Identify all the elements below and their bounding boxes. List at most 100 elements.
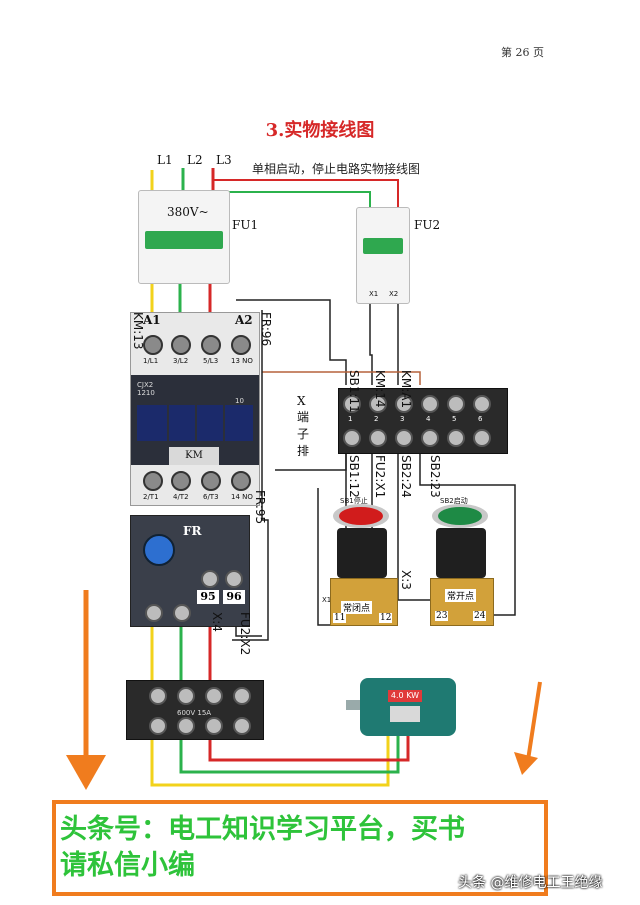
diagram-title: 3.实物接线图 (265, 120, 375, 141)
tb-bot-screw-5 (447, 429, 465, 447)
wire-ctrl-1 (236, 299, 347, 385)
ct-top-label-3: 5/L3 (203, 357, 219, 365)
ct-bot-term-1 (143, 471, 163, 491)
tb-bot-screw-2 (369, 429, 387, 447)
ct-top-term-1 (143, 335, 163, 355)
tb-label-char-4: 排 (297, 444, 310, 458)
fu1-voltage: 380V~ (167, 205, 209, 219)
sb2-contact-label: 常开点 (445, 589, 477, 602)
ct-bot-label-2: 4/T2 (173, 493, 189, 501)
wire-tag-5: SB2:23 (428, 455, 442, 498)
fu2-term-left: X1 (369, 290, 379, 298)
sb1-body (337, 528, 387, 578)
fu2-breaker: X1 X2 (356, 207, 410, 304)
tb-num-5: 5 (452, 415, 457, 423)
wire-ctrl-11 (317, 488, 330, 626)
sb2-body (436, 528, 486, 578)
wire-tag-6: SB1:12 (347, 455, 361, 498)
tb-bot-screw-6 (473, 429, 491, 447)
motor-shaft (346, 700, 360, 710)
wire-tag-12: FU2:X1 (373, 455, 387, 499)
sb1-left-num: 11 (333, 613, 347, 623)
contactor-km-label: KM (169, 447, 219, 465)
sb2-base: 常开点 23 24 (430, 578, 494, 626)
motor-terminal-box (390, 706, 420, 722)
ls-top-screw-2 (177, 687, 195, 705)
wire-tag-1: SB1:11 (347, 370, 361, 413)
contactor-module-2 (169, 405, 195, 441)
ct-top-term-2 (171, 335, 191, 355)
sb1-base: 常闭点 11 12 (330, 578, 398, 626)
sb1-contact-label: 常闭点 (341, 601, 373, 614)
ls-rating: 600V 15A (177, 709, 212, 717)
fr-screw-95 (201, 570, 219, 588)
ct-bot-term-2 (171, 471, 191, 491)
sb2-caption: SB2启动 (440, 497, 468, 505)
sb1-right-num: 12 (379, 613, 393, 623)
tb-top-screw-1 (343, 395, 361, 413)
ct-top-label-4: 13 NO (231, 357, 253, 365)
ct-bot-label-3: 6/T3 (203, 493, 219, 501)
wire-l2-to-fu2 (183, 191, 371, 208)
watermark: 头条 @维修电工王绝缘 (458, 875, 603, 891)
ct-bot-term-3 (201, 471, 221, 491)
terminal-block-x: 1 2 3 4 5 6 (338, 388, 508, 454)
wire-tag-15: FR:95 (253, 490, 267, 525)
wire-tag-13: FU2:X2 (238, 612, 252, 656)
tb-top-screw-2 (369, 395, 387, 413)
phase-l1-label: L1 (157, 153, 173, 167)
lower-terminal-strip: 600V 15A (126, 680, 264, 740)
ls-bot-screw-4 (233, 717, 251, 735)
phase-l3-label: L3 (216, 153, 232, 167)
ct-bot-label-4: 14 NO (231, 493, 253, 501)
arrow-left-head (66, 755, 106, 790)
sb2-left-num: 23 (435, 611, 449, 621)
wire-l3-to-fu2 (213, 179, 399, 208)
ls-top-screw-1 (149, 687, 167, 705)
ls-top-screw-4 (233, 687, 251, 705)
page-number: 第 26 页 (501, 46, 544, 59)
wire-ctrl-9 (397, 450, 438, 601)
ls-top-screw-3 (205, 687, 223, 705)
tb-label-char-3: 子 (297, 427, 310, 441)
contactor-aux: 10 (235, 397, 244, 405)
ct-top-term-4 (231, 335, 251, 355)
motor-plate: 4.0 KW (388, 690, 422, 702)
ls-bot-screw-2 (177, 717, 195, 735)
wire-tag-14: KM:13 (131, 312, 145, 350)
fr-contact-96: 96 (223, 590, 245, 604)
sb2-green-cap[interactable] (438, 507, 482, 525)
tb-top-screw-5 (447, 395, 465, 413)
thermal-relay-fr: FR 95 96 (130, 515, 250, 627)
ct-top-label-1: 1/L1 (143, 357, 159, 365)
tb-num-4: 4 (426, 415, 431, 423)
banner-line-1: 头条号：电工知识学习平台，买书 (60, 814, 465, 845)
tb-num-2: 2 (374, 415, 379, 423)
sb1-red-cap[interactable] (339, 507, 383, 525)
tb-top-screw-3 (395, 395, 413, 413)
wire-tag-4: KM:14 (373, 370, 387, 408)
contactor-km: A1 A2 1/L1 3/L2 5/L3 13 NO CJX2 1210 10 … (130, 312, 260, 506)
fr-out-1 (145, 604, 163, 622)
motor: 4.0 KW (346, 678, 456, 736)
ls-bot-screw-1 (149, 717, 167, 735)
tb-label-char-1: X (297, 394, 306, 408)
fu1-breaker: 380V~ (138, 190, 230, 284)
wire-tag-10: X:3 (399, 570, 413, 590)
tb-num-6: 6 (478, 415, 483, 423)
coil-a1: A1 (143, 313, 161, 327)
contactor-model: CJX2 1210 (137, 381, 155, 397)
ct-bot-label-1: 2/T1 (143, 493, 159, 501)
tb-num-3: 3 (400, 415, 405, 423)
tb-num-1: 1 (348, 415, 353, 423)
fu2-label: FU2 (414, 218, 441, 232)
fu2-switch (363, 238, 403, 254)
contactor-module-1 (137, 405, 167, 441)
banner-line-2: 请私信小编 (60, 850, 195, 881)
wire-ctrl-2 (369, 302, 373, 385)
terminal-block-label: X 端 子 排 (297, 394, 311, 459)
phase-l2-label: L2 (187, 153, 203, 167)
tb-label-char-2: 端 (297, 410, 310, 424)
tb-top-screw-4 (421, 395, 439, 413)
